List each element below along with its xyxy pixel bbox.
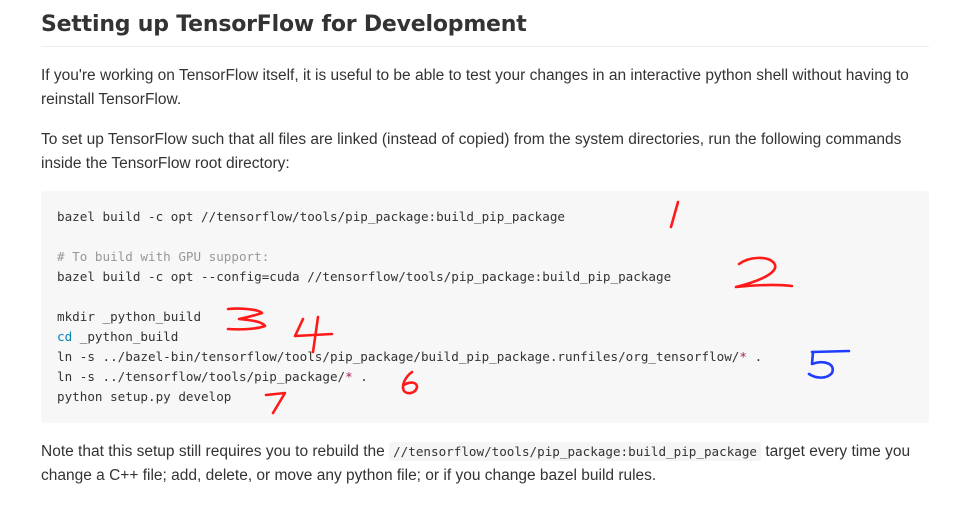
- intro-paragraph: If you're working on TensorFlow itself, …: [41, 67, 909, 108]
- code-line-mkdir: mkdir _python_build: [57, 309, 202, 324]
- code-glob-star: *: [739, 349, 747, 364]
- code-line-setup: python setup.py develop: [57, 389, 232, 404]
- code-comment: # To build with GPU support:: [57, 249, 270, 264]
- code-line-build: bazel build -c opt //tensorflow/tools/pi…: [57, 209, 565, 224]
- note-paragraph: Note that this setup still requires you …: [41, 440, 929, 488]
- code-block[interactable]: bazel build -c opt //tensorflow/tools/pi…: [41, 191, 929, 423]
- setup-paragraph: To set up TensorFlow such that all files…: [41, 131, 902, 172]
- code-line-blank: [57, 287, 913, 307]
- code-ln-pip-target: .: [352, 369, 368, 384]
- code-line-build-gpu: bazel build -c opt --config=cuda //tenso…: [57, 269, 672, 284]
- code-line-ln-pip: ln -s ../tensorflow/tools/pip_package/* …: [57, 367, 913, 387]
- code-ln-runfiles-target: .: [746, 349, 763, 364]
- note-text-before: Note that this setup still requires you …: [41, 443, 390, 460]
- section-heading: Setting up TensorFlow for Development: [41, 0, 929, 47]
- code-keyword-cd: cd: [57, 329, 73, 344]
- inline-code-target: //tensorflow/tools/pip_package:build_pip…: [389, 442, 762, 461]
- code-ln-runfiles-path: ln -s ../bazel-bin/tensorflow/tools/pip_…: [57, 349, 740, 364]
- note-text-after: target every time you change a C++ file;…: [41, 443, 911, 484]
- code-glob-star: *: [345, 369, 353, 384]
- code-line-ln-runfiles: ln -s ../bazel-bin/tensorflow/tools/pip_…: [57, 347, 913, 367]
- code-cd-arg: _python_build: [72, 329, 179, 344]
- article-section: Setting up TensorFlow for Development If…: [41, 0, 929, 484]
- code-line-cd: cd _python_build: [57, 327, 913, 347]
- code-line-blank: [57, 227, 913, 247]
- code-ln-pip-path: ln -s ../tensorflow/tools/pip_package/: [57, 369, 346, 384]
